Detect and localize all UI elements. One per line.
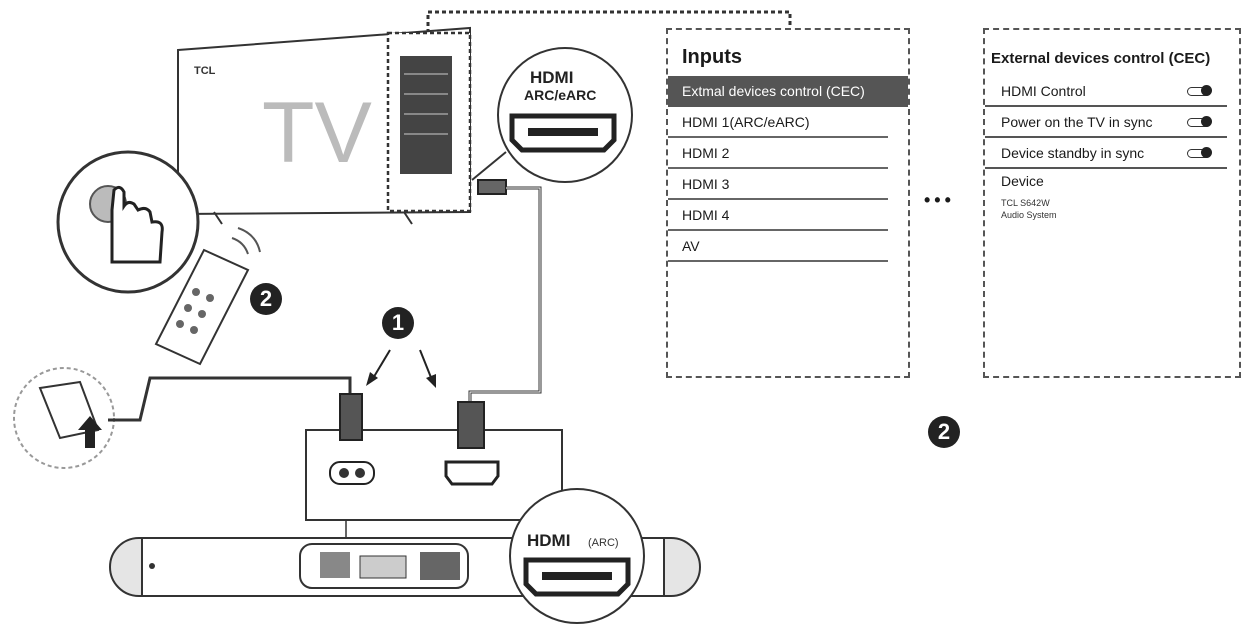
inputs-menu-title: Inputs: [682, 46, 742, 68]
cec-row-label: Device standby in sync: [1001, 145, 1145, 161]
power-sync-toggle[interactable]: [1187, 116, 1212, 127]
hdmi-bar-callout: HDMI (ARC): [509, 488, 645, 624]
tv: TCL TV: [177, 26, 472, 225]
tv-label: TV: [262, 85, 372, 181]
menu-item-hdmi1[interactable]: HDMI 1(ARC/eARC): [668, 107, 888, 138]
hdmi-bar-logo: HDMI: [527, 531, 570, 550]
cec-row-power-sync[interactable]: Power on the TV in sync: [985, 107, 1227, 138]
inputs-menu-panel: Inputs Extmal devices control (CEC) HDMI…: [666, 28, 910, 378]
hdmi-bar-label: (ARC): [588, 537, 619, 549]
device-type: Audio System: [1001, 210, 1057, 220]
arrow-up-icon: [78, 416, 102, 448]
step-badge-configure: 2: [250, 283, 282, 315]
cec-row-label: HDMI Control: [1001, 83, 1086, 99]
hdmi-tv-callout: HDMI ARC/eARC: [471, 47, 633, 183]
menu-item-hdmi4[interactable]: HDMI 4: [668, 200, 888, 231]
device-entry[interactable]: TCL S642W Audio System: [985, 193, 1239, 221]
cec-row-hdmi-control[interactable]: HDMI Control: [985, 76, 1227, 107]
cec-row-standby-sync[interactable]: Device standby in sync: [985, 138, 1227, 169]
ellipsis: •••: [924, 190, 955, 210]
device-model: TCL S642W: [1001, 198, 1050, 208]
menu-item-cec[interactable]: Extmal devices control (CEC): [668, 76, 908, 107]
cec-menu-title: External devices control (CEC): [991, 50, 1211, 67]
menu-item-hdmi3[interactable]: HDMI 3: [668, 169, 888, 200]
hdmi-control-toggle[interactable]: [1187, 85, 1212, 96]
hdmi-tv-logo: HDMI: [530, 68, 573, 87]
device-label: Device: [1001, 173, 1044, 189]
dashed-link: [426, 10, 792, 33]
menu-item-hdmi2[interactable]: HDMI 2: [668, 138, 888, 169]
cec-menu-panel: External devices control (CEC) HDMI Cont…: [983, 28, 1241, 378]
cec-row-label: Power on the TV in sync: [1001, 114, 1153, 130]
hdmi-tv-label: ARC/eARC: [524, 87, 596, 103]
hand-press-icon: [56, 150, 200, 294]
remote-icon: [154, 227, 261, 366]
menu-item-av[interactable]: AV: [668, 231, 888, 262]
standby-sync-toggle[interactable]: [1187, 147, 1212, 158]
power-adapter: [13, 367, 352, 469]
step-badge-configure-menu: 2: [928, 416, 960, 448]
step-badge-connect: 1: [382, 307, 414, 339]
hdmi-port-icon: [444, 460, 500, 486]
tv-brand: TCL: [194, 65, 216, 77]
